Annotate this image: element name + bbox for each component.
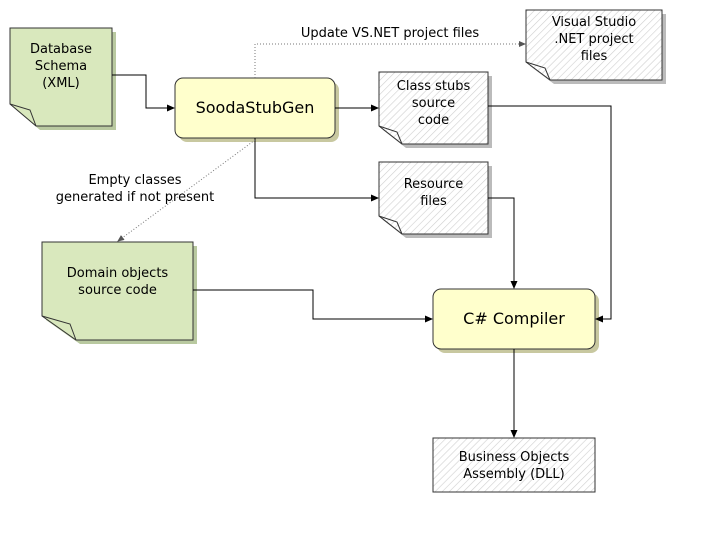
update-vsnet-edge-label: Update VS.NET project files bbox=[300, 26, 480, 41]
domain-objects-label: Domain objects source code bbox=[66, 266, 169, 298]
resource-files-label: Resource files bbox=[403, 177, 464, 209]
edge-resource-to-compiler bbox=[488, 197, 518, 289]
domain-objects-document bbox=[41, 241, 197, 344]
csharp-compiler-process bbox=[432, 288, 599, 353]
edge-soodastubgen-to-resource bbox=[254, 138, 379, 202]
business-objects-assembly-box bbox=[432, 437, 596, 493]
edge-domain-to-compiler bbox=[193, 289, 433, 323]
edge-soodastubgen-to-vsnet bbox=[254, 41, 526, 78]
resource-files-document bbox=[378, 161, 492, 238]
soodastubgen-label: SoodaStubGen bbox=[195, 98, 315, 117]
empty-classes-edge-label: Empty classes generated if not present bbox=[55, 173, 215, 205]
edge-classstubs-to-compiler bbox=[488, 105, 612, 323]
class-stubs-label: Class stubs source code bbox=[396, 79, 471, 128]
vsnet-project-files-document bbox=[525, 9, 666, 84]
edges bbox=[112, 41, 612, 438]
database-schema-label: Database Schema (XML) bbox=[29, 42, 93, 91]
vsnet-project-files-label: Visual Studio .NET project files bbox=[551, 15, 637, 64]
database-schema-document bbox=[9, 27, 116, 130]
csharp-compiler-label: C# Compiler bbox=[463, 309, 565, 328]
soodastubgen-process bbox=[174, 77, 339, 142]
business-objects-label: Business Objects Assembly (DLL) bbox=[458, 450, 570, 482]
edge-soodastubgen-to-domain bbox=[117, 139, 256, 242]
class-stubs-document bbox=[378, 71, 492, 148]
edge-schema-to-soodastubgen bbox=[112, 74, 175, 112]
